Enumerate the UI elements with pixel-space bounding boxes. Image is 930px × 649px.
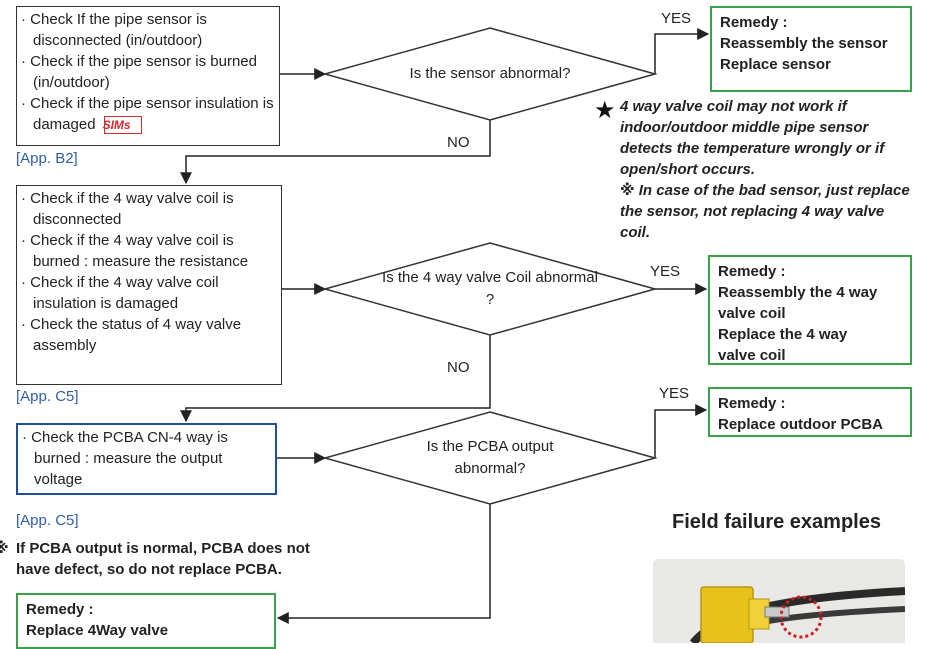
sensor-note-text2: ※ In case of the bad sensor, just replac…	[620, 182, 910, 241]
arrow-decision1-no	[180, 120, 491, 185]
sensor-note-text: 4 way valve coil may not work if indoor/…	[620, 98, 885, 178]
remedy-line: Replace outdoor PCBA	[718, 416, 884, 433]
arrow-decision3-remedy4	[276, 504, 491, 624]
decision2-diamond	[322, 242, 658, 336]
check-item: Check if the pipe sensor insulation is d…	[21, 93, 275, 135]
remedy-line: Reassembly the 4 way	[718, 284, 878, 301]
check-item: Check If the pipe sensor is disconnected…	[21, 9, 275, 51]
check-item: Check if the pipe sensor is burned (in/o…	[21, 51, 275, 93]
check-box-pcba: Check the PCBA CN-4 way is burned : meas…	[16, 423, 277, 495]
sims-badge: SIMs	[103, 116, 142, 135]
decision1-no-label: NO	[447, 134, 470, 151]
decision3-diamond	[322, 411, 658, 505]
decision2-yes-label: YES	[650, 263, 681, 280]
remedy-line: Remedy :	[720, 14, 788, 31]
remedy-box-pcba: Remedy : Replace outdoor PCBA	[708, 387, 912, 437]
appendix-ref-b2: [App. B2]	[16, 150, 78, 167]
remedy-line: Reassembly the sensor	[720, 35, 888, 52]
arrow-decision1-yes	[654, 28, 710, 74]
remedy-line: valve coil	[718, 347, 786, 364]
check-box-valve-coil: Check if the 4 way valve coil is disconn…	[16, 185, 282, 385]
decision1-yes-label: YES	[661, 10, 692, 27]
pcba-note: If PCBA output is normal, PCBA does not …	[16, 540, 310, 578]
remedy-line: Remedy :	[718, 263, 786, 280]
pcba-note-mark: ※	[0, 538, 9, 559]
remedy-box-valve: Remedy : Replace 4Way valve	[16, 593, 276, 649]
arrow-decision3-yes	[654, 404, 708, 458]
decision1-text: Is the sensor abnormal?	[409, 65, 571, 82]
field-failure-photo	[653, 559, 905, 643]
check-item: Check if the 4 way valve coil insulation…	[21, 272, 277, 314]
check-item: Check the PCBA CN-4 way is burned : meas…	[22, 427, 271, 490]
remedy-box-valve-coil: Remedy : Reassembly the 4 way valve coil…	[708, 255, 912, 365]
appendix-ref-c5-pcba: [App. C5]	[16, 512, 79, 529]
remedy-line: Replace 4Way valve	[26, 622, 169, 639]
remedy-line: Replace the 4 way	[718, 326, 848, 343]
check-item: Check if the 4 way valve coil is disconn…	[21, 188, 277, 230]
field-failure-title: Field failure examples	[672, 511, 881, 533]
star-icon: ★	[594, 97, 616, 124]
sensor-note: 4 way valve coil may not work if indoor/…	[620, 96, 916, 243]
decision3-text: Is the PCBA output abnormal?	[426, 438, 554, 477]
remedy-line: Remedy :	[718, 395, 786, 412]
remedy-box-sensor: Remedy : Reassembly the sensor Replace s…	[710, 6, 912, 92]
decision3-yes-label: YES	[659, 385, 690, 402]
appendix-ref-c5: [App. C5]	[16, 388, 79, 405]
check-box-pipe-sensor: Check If the pipe sensor is disconnected…	[16, 6, 280, 146]
check-item: Check the status of 4 way valve assembly	[21, 314, 277, 356]
remedy-line: Remedy :	[26, 601, 94, 618]
remedy-line: valve coil	[718, 305, 786, 322]
decision2-no-label: NO	[447, 359, 470, 376]
check-item: Check if the 4 way valve coil is burned …	[21, 230, 277, 272]
remedy-line: Replace sensor	[720, 56, 831, 73]
decision1-diamond	[322, 27, 658, 121]
arrow-decision2-no	[180, 335, 491, 423]
decision2-text: Is the 4 way valve Coil abnormal ?	[382, 269, 598, 308]
